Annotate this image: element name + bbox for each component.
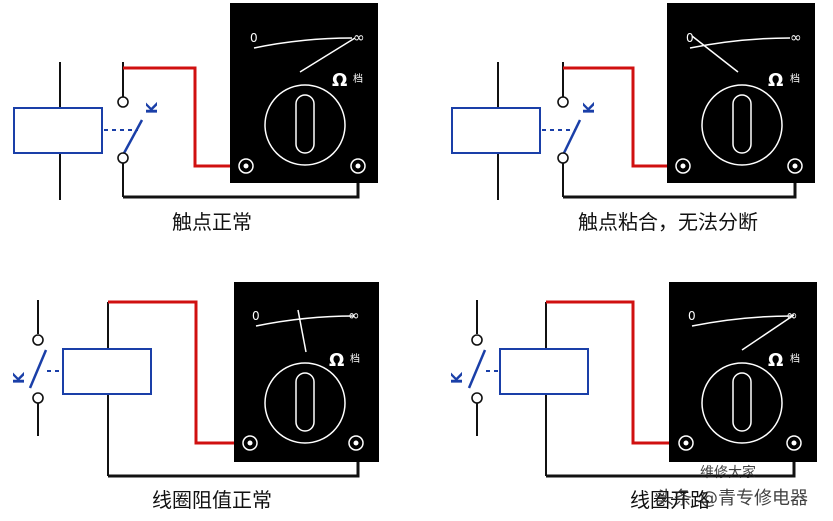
red-test-lead bbox=[563, 66, 683, 168]
red-test-lead bbox=[123, 66, 246, 168]
range-selector-dial bbox=[701, 362, 783, 444]
switch-label: K bbox=[448, 371, 466, 384]
jack-common-center bbox=[355, 163, 361, 169]
panel-contact-normal: K 0 ∞ Ω 档 bbox=[13, 3, 378, 200]
relay-coil bbox=[451, 107, 541, 154]
scale-infinity-label: ∞ bbox=[348, 308, 360, 324]
caption-contact-stuck: 触点粘合，无法分断 bbox=[578, 210, 758, 234]
watermark-handle: @青专修电器 bbox=[700, 488, 808, 509]
contact-terminal-top bbox=[32, 334, 44, 346]
scale-infinity-label: ∞ bbox=[790, 30, 802, 46]
dial-knob bbox=[732, 94, 752, 154]
scale-zero-label: 0 bbox=[686, 31, 694, 45]
red-test-lead bbox=[546, 300, 684, 445]
range-selector-dial bbox=[264, 84, 346, 166]
relay-coil bbox=[13, 107, 103, 154]
ohm-symbol: Ω bbox=[768, 350, 783, 371]
caption-contact-normal: 触点正常 bbox=[172, 210, 252, 234]
contact-terminal-top bbox=[471, 334, 483, 346]
meter-scale-arc bbox=[255, 315, 355, 327]
jack-positive-center bbox=[247, 440, 253, 446]
relay-coil bbox=[499, 348, 589, 395]
contact-terminal-top bbox=[117, 96, 129, 108]
switch-blade-open bbox=[28, 349, 48, 389]
meter-scale-arc bbox=[689, 37, 791, 49]
dial-knob bbox=[295, 94, 315, 154]
range-selector-dial bbox=[701, 84, 783, 166]
caption-coil-normal: 线圈阻值正常 bbox=[152, 488, 272, 512]
watermark-left: 头条 bbox=[656, 488, 692, 509]
range-selector-dial bbox=[264, 362, 346, 444]
scale-zero-label: 0 bbox=[250, 31, 258, 45]
scale-zero-label: 0 bbox=[688, 309, 696, 323]
meter-needle bbox=[297, 309, 307, 353]
meter-scale-arc bbox=[253, 37, 353, 49]
jack-positive-center bbox=[683, 440, 689, 446]
range-label: 档 bbox=[353, 72, 363, 85]
ohm-symbol: Ω bbox=[329, 350, 344, 371]
meter-needle bbox=[741, 314, 795, 351]
switch-label: K bbox=[10, 371, 28, 384]
contact-terminal-bottom bbox=[557, 152, 569, 164]
contact-terminal-bottom bbox=[32, 392, 44, 404]
switch-blade bbox=[561, 119, 582, 156]
multimeter: 0 ∞ Ω 档 bbox=[234, 282, 379, 462]
multimeter: 0 ∞ Ω 档 bbox=[667, 3, 815, 183]
meter-needle bbox=[691, 35, 739, 73]
scale-infinity-label: ∞ bbox=[353, 30, 365, 46]
jack-common-center bbox=[791, 440, 797, 446]
panel-coil-open: K 0 ∞ Ω 档 bbox=[448, 282, 817, 478]
jack-positive-center bbox=[680, 163, 686, 169]
range-label: 档 bbox=[790, 72, 800, 85]
switch-blade-open bbox=[121, 119, 144, 156]
jack-positive-center bbox=[243, 163, 249, 169]
meter-body bbox=[669, 282, 817, 462]
watermark-top: 维修大家 bbox=[700, 465, 756, 481]
dial-knob bbox=[295, 372, 315, 432]
switch-label: K bbox=[580, 101, 598, 114]
contact-terminal-bottom bbox=[471, 392, 483, 404]
meter-needle bbox=[299, 37, 356, 73]
ohm-symbol: Ω bbox=[768, 70, 783, 91]
panel-contact-stuck: K 0 ∞ Ω 档 bbox=[451, 3, 815, 200]
panel-coil-normal: K 0 ∞ Ω 档 bbox=[10, 282, 379, 478]
contact-terminal-bottom bbox=[117, 152, 129, 164]
caption-coil-open: 线圈开路 bbox=[630, 488, 710, 512]
jack-common-center bbox=[792, 163, 798, 169]
multimeter: 0 ∞ Ω 档 bbox=[669, 282, 817, 462]
range-label: 档 bbox=[350, 352, 360, 365]
red-test-lead bbox=[108, 300, 248, 445]
range-label: 档 bbox=[790, 352, 800, 365]
meter-scale-arc bbox=[691, 315, 793, 327]
scale-zero-label: 0 bbox=[252, 309, 260, 323]
dial-knob bbox=[732, 372, 752, 432]
relay-coil bbox=[62, 348, 152, 395]
ohm-symbol: Ω bbox=[332, 70, 347, 91]
jack-common-center bbox=[353, 440, 359, 446]
switch-blade-open bbox=[467, 349, 487, 389]
switch-label: K bbox=[143, 101, 161, 114]
contact-terminal-top bbox=[557, 96, 569, 108]
multimeter: 0 ∞ Ω 档 bbox=[230, 3, 378, 183]
meter-body bbox=[234, 282, 379, 462]
